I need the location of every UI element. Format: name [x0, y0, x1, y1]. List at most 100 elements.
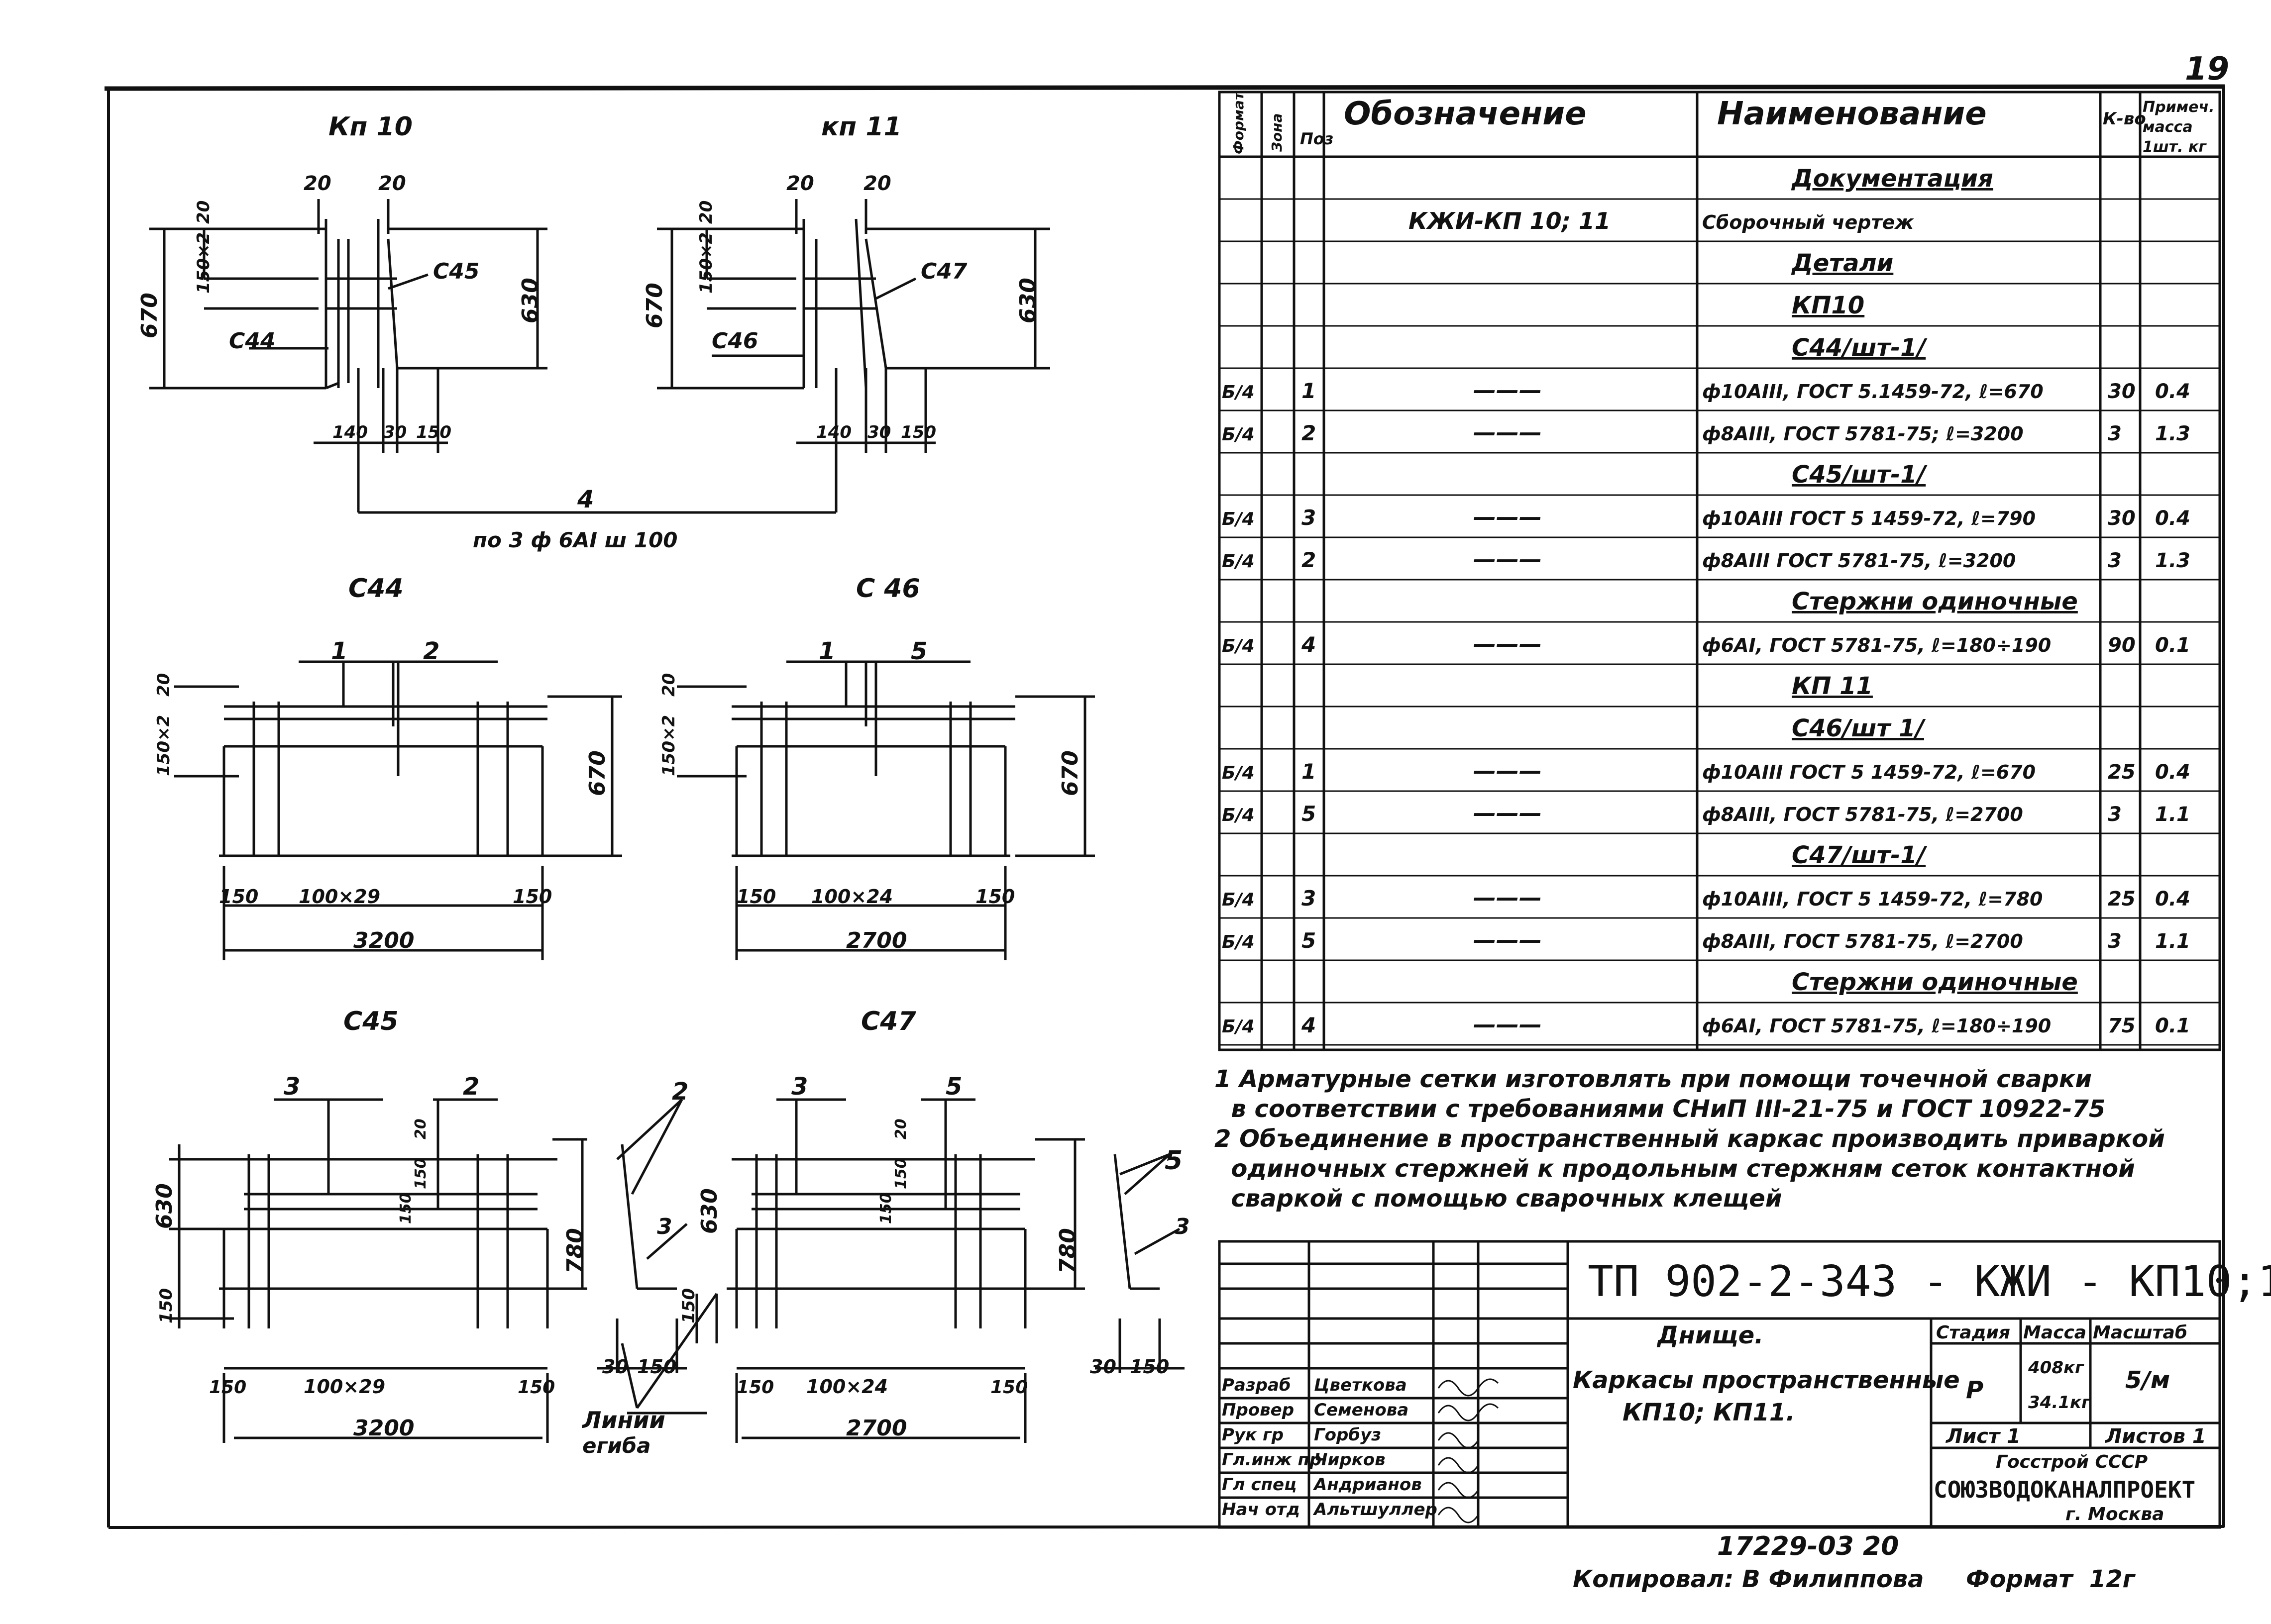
org-line-3: г. Москва [2065, 1504, 2164, 1524]
spec-cell-pos: 3 [1301, 886, 1316, 911]
spec-cell-name: Стержни одиночные [1792, 588, 2078, 615]
title-name-1: Днище. [1656, 1321, 1763, 1349]
org-line-1: Госстрой СССР [1996, 1452, 2148, 1472]
frame-top [104, 84, 2225, 91]
spec-cell-name: С47/шт-1/ [1792, 841, 1928, 869]
c45-dim-total: 3200 [353, 1416, 414, 1441]
role-name: Андрианов [1312, 1475, 1422, 1495]
spec-cell-name: Стержни одиночные [1792, 968, 2078, 996]
spec-cell-designation: ——— [1473, 926, 1542, 953]
spec-cell-name: ф6АI, ГОСТ 5781-75, ℓ=180÷190 [1702, 634, 2051, 656]
role-name: Семенова [1314, 1400, 1408, 1420]
spec-cell-name: Документация [1791, 165, 1993, 193]
spec-cell-qty: 90 [2108, 634, 2136, 657]
spec-cell-qty: 75 [2108, 1015, 2136, 1037]
spec-header-note1: Примеч. [2143, 99, 2214, 116]
c45-title: С45 [343, 1007, 399, 1036]
c45-dim-mid: 100×29 [304, 1376, 385, 1398]
spec-cell-mass: 0.4 [2155, 888, 2190, 911]
kp11-title: кп 11 [821, 112, 902, 142]
signatures [1437, 1378, 1499, 1523]
spec-cell-name: Детали [1791, 249, 1893, 277]
c44-dim-670: 670 [585, 750, 610, 796]
spec-cell-pos: 2 [1301, 548, 1316, 572]
pos4-label: 4 [577, 486, 594, 513]
kp10-dim-670: 670 [137, 293, 162, 338]
c45-dim-150a: 150 [397, 1193, 415, 1224]
note-line-3: 2 Объединение в пространственный каркас … [1214, 1125, 2165, 1153]
kp11-drawing [357, 199, 1050, 514]
spec-cell-designation: ——— [1473, 1011, 1542, 1038]
page-number: 19 [2185, 51, 2229, 88]
spec-cell-name: ф10АIII, ГОСТ 5 1459-72, ℓ=780 [1702, 888, 2043, 910]
spec-header-format: Формат [1230, 91, 1247, 154]
spec-cell-mass: 0.1 [2155, 1015, 2190, 1037]
copy-number: 17229-03 20 [1717, 1531, 1899, 1561]
spec-cell-designation: ——— [1473, 504, 1542, 530]
spec-cell-mass: 0.1 [2155, 634, 2190, 657]
spec-cell-pos: 3 [1301, 506, 1316, 530]
c44-dim-20: 20 [154, 673, 174, 697]
spec-cell-mass: 1.1 [2155, 930, 2190, 953]
mass-header: Масса [2023, 1322, 2086, 1343]
note-line-4: одиночных стержней к продольным стержням… [1214, 1155, 2135, 1183]
spec-cell-format: Б/4 [1222, 932, 1255, 952]
spec-cell-pos: 4 [1301, 632, 1316, 657]
spec-header-name: Наименование [1717, 96, 1987, 132]
c47-side-pos3: 3 [1175, 1214, 1190, 1239]
c45-pos3: 3 [284, 1073, 300, 1101]
spec-header-zone: Зона [1269, 113, 1285, 152]
spec-header-pos: Поз [1300, 129, 1333, 148]
role-name: Горбуз [1314, 1425, 1381, 1445]
c44-drawing [174, 660, 622, 960]
c45-side-pos2: 2 [672, 1078, 688, 1106]
spec-row-lines [1219, 198, 2220, 1046]
spec-cell-name: КП10 [1792, 292, 1864, 319]
notes: 1 Арматурные сетки изготовлять при помощ… [1214, 1065, 2165, 1213]
spec-cell-qty: 30 [2108, 507, 2136, 530]
spec-cell-mass: 0.4 [2155, 761, 2190, 784]
kp11-dim-670: 670 [642, 283, 667, 328]
c46-dim-mid: 100×24 [811, 886, 893, 908]
spec-cell-name: С44/шт-1/ [1792, 334, 1928, 362]
note-line-5: сваркой с помощью сварочных клещей [1214, 1185, 1782, 1213]
c47-dim-150s: 150 [679, 1288, 699, 1323]
c45-dim-150r: 150 [518, 1377, 555, 1398]
kp10-dim-20c: 20 [194, 201, 214, 224]
spec-cell-designation: ——— [1473, 757, 1542, 784]
c44-dim-mid: 100×29 [299, 886, 380, 908]
spec-cell-qty: 30 [2108, 380, 2136, 403]
kp10-drawing [149, 199, 547, 453]
c47-dim-total: 2700 [846, 1416, 907, 1441]
c44-pos2: 2 [423, 637, 439, 665]
kp11-dim-150x2: 150×2 [696, 232, 716, 294]
kp11-dim-20b: 20 [864, 172, 891, 195]
c45-drawing [169, 1098, 718, 1443]
kp10-title: Кп 10 [328, 112, 413, 142]
spec-cell-format: Б/4 [1222, 551, 1255, 572]
c45-dim-20: 20 [412, 1118, 430, 1139]
c47-dim-150a: 150 [877, 1193, 895, 1224]
role-label: Рук гр [1222, 1425, 1284, 1445]
c47-dim-150b: 150 [892, 1158, 910, 1189]
kp11-dim-630: 630 [1015, 278, 1041, 323]
pos4-note: по 3 ф 6АI ш 100 [473, 528, 678, 552]
role-label: Провер [1222, 1400, 1294, 1420]
title-name-3: КП10; КП11. [1622, 1399, 1795, 1426]
kp11-dim-140: 140 [816, 422, 852, 442]
c47-dim-150c: 150 [1130, 1356, 1169, 1378]
spec-cell-pos: 4 [1301, 1013, 1316, 1037]
c44-dim-total: 3200 [353, 928, 414, 953]
spec-cell-qty: 25 [2108, 761, 2136, 784]
spec-cell-mass: 1.3 [2155, 422, 2190, 445]
c44-dim-150r: 150 [513, 886, 552, 908]
kp10-dim-150: 150 [416, 422, 451, 442]
c47-side-pos5: 5 [1165, 1146, 1183, 1176]
c44-pos1: 1 [331, 637, 347, 665]
c47-dim-20: 20 [892, 1118, 910, 1139]
spec-cell-name: ф8АIII ГОСТ 5781-75, ℓ=3200 [1702, 550, 2016, 572]
c46-pos1: 1 [819, 637, 835, 665]
note-line-1: 1 Арматурные сетки изготовлять при помощ… [1214, 1065, 2092, 1093]
c45-pos2: 2 [463, 1073, 479, 1101]
